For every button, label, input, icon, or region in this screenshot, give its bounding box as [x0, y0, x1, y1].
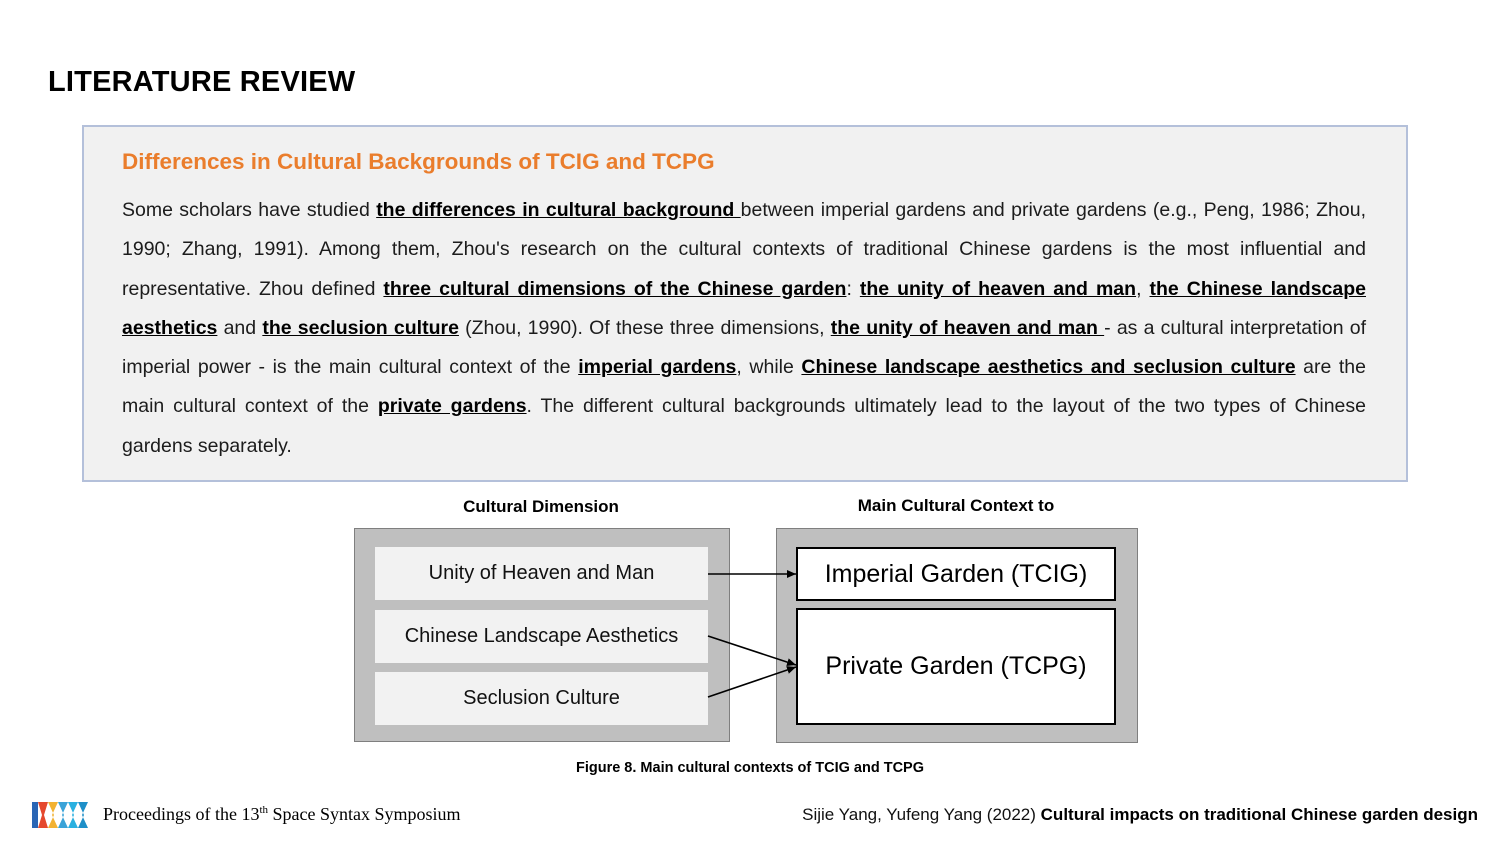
imperial-garden-box: Imperial Garden (TCIG) — [796, 547, 1116, 601]
footer-authors: Sijie Yang, Yufeng Yang (2022) — [802, 805, 1041, 824]
emphasis-text: the Chinese landscape aesthetics — [122, 277, 1366, 339]
section-title: LITERATURE REVIEW — [48, 66, 356, 98]
body-text: (Zhou, 1990). Of these three dimensions, — [458, 316, 831, 339]
arrow-aesthetics-to-private — [707, 635, 797, 666]
dimension-seclusion-culture: Seclusion Culture — [375, 672, 708, 725]
body-text: between imperial gardens and private gar… — [122, 199, 1367, 300]
body-text: , while — [736, 356, 802, 379]
arrow-seclusion-to-private — [707, 666, 797, 698]
body-text: : — [846, 277, 860, 300]
dimension-unity-heaven-man: Unity of Heaven and Man — [375, 547, 708, 600]
body-text: . The different cultural backgrounds ult… — [122, 395, 1366, 457]
sss-logo-icon — [32, 802, 88, 828]
footer-paper-title: Cultural impacts on traditional Chinese … — [1040, 805, 1478, 824]
body-text: Some scholars have studied — [122, 199, 377, 221]
figure-right-header: Main Cultural Context to — [857, 496, 1055, 515]
emphasis-text: private gardens — [377, 395, 527, 418]
box-paragraph: Some scholars have studied the differenc… — [122, 191, 1366, 466]
body-text: and — [217, 316, 263, 339]
emphasis-text: Chinese landscape aesthetics and seclusi… — [801, 356, 1296, 379]
figure-caption: Figure 8. Main cultural contexts of TCIG… — [575, 760, 925, 776]
footer-citation: Sijie Yang, Yufeng Yang (2022) Cultural … — [802, 805, 1478, 825]
emphasis-text: the unity of heaven and man — [830, 316, 1105, 339]
emphasis-text: the unity of heaven and man — [859, 277, 1137, 300]
footer-proceedings: Proceedings of the 13th Space Syntax Sym… — [103, 804, 461, 824]
box-heading: Differences in Cultural Backgrounds of T… — [122, 149, 715, 174]
emphasis-text: the differences in cultural background — [376, 199, 741, 221]
body-text: are the main cultural context of the — [122, 356, 1366, 418]
body-text: , — [1136, 277, 1150, 300]
body-text: - as a cultural interpretation of imperi… — [122, 316, 1366, 379]
private-garden-box: Private Garden (TCPG) — [796, 608, 1116, 725]
emphasis-text: imperial gardens — [578, 356, 737, 379]
emphasis-text: the seclusion culture — [262, 316, 459, 339]
dimension-landscape-aesthetics: Chinese Landscape Aesthetics — [375, 610, 708, 663]
figure-left-header: Cultural Dimension — [463, 497, 619, 516]
emphasis-text: three cultural dimensions of the Chinese… — [383, 277, 847, 300]
literature-review-box: Differences in Cultural Backgrounds of T… — [82, 125, 1408, 482]
